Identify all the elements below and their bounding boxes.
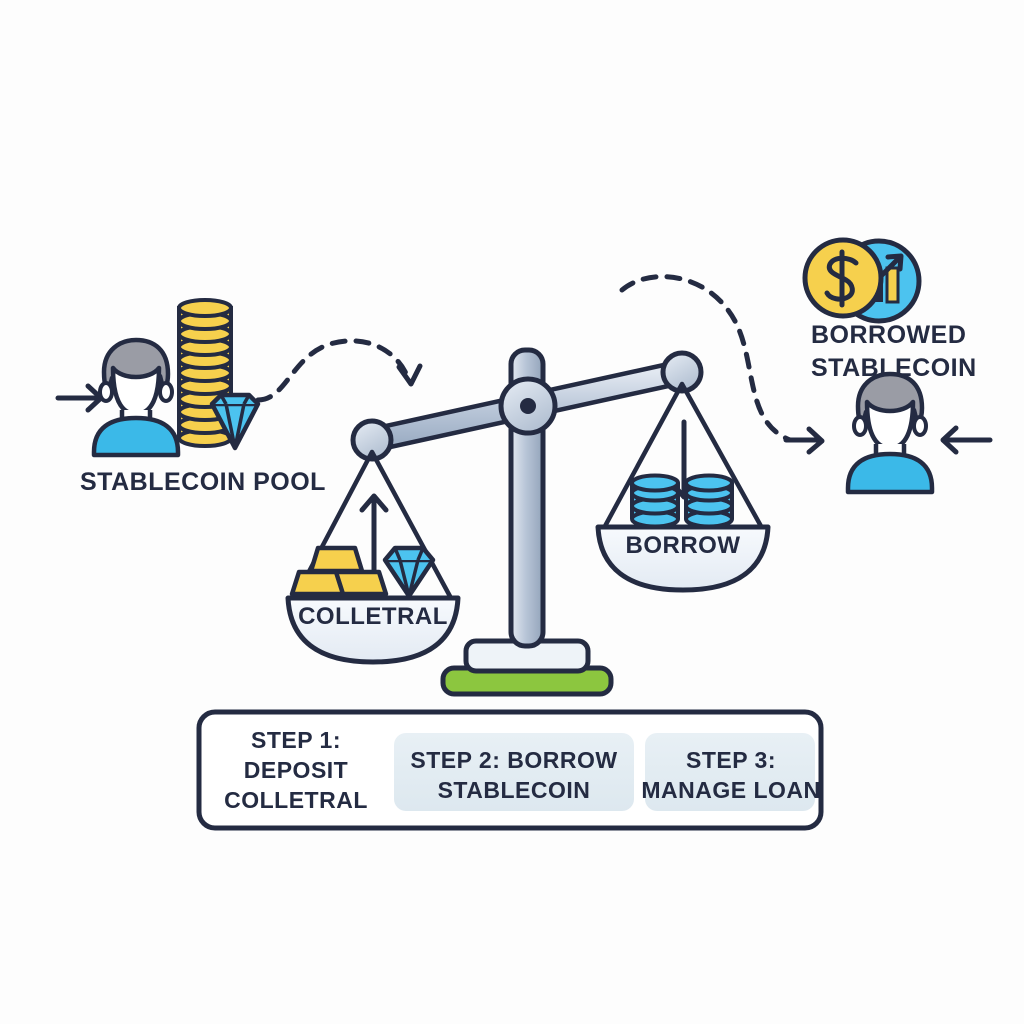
step-1-line2: DEPOSIT [244, 757, 348, 783]
step-2[interactable]: STEP 2: BORROW STABLECOIN [394, 733, 634, 811]
step-2-line1: STEP 2: BORROW [410, 747, 617, 773]
user-avatar-icon-left [91, 337, 181, 458]
right-pan-label: BORROW [626, 532, 741, 559]
step-1[interactable]: STEP 1: DEPOSIT COLLETRAL [224, 727, 368, 813]
user-avatar-icon-right [845, 371, 935, 495]
step-1-line3: COLLETRAL [224, 787, 368, 813]
borrowed-stablecoin-label-line1: BORROWED [811, 321, 966, 349]
step-3-box [645, 733, 815, 811]
scale-pivot [498, 376, 558, 436]
scale-left-knob [350, 418, 394, 462]
diamond-icon-left [209, 392, 261, 451]
arrow-right-solid-left [55, 383, 104, 413]
gold-bars-icon [289, 545, 389, 597]
step-2-line2: STABLECOIN [438, 777, 591, 803]
step-3-line2: MANAGE LOAN [641, 777, 820, 803]
steps-bar: STEP 1: DEPOSIT COLLETRAL STEP 2: BORROW… [196, 709, 824, 831]
arrow-left-solid-right [940, 425, 993, 455]
step-3[interactable]: STEP 3: MANAGE LOAN [641, 733, 820, 811]
stablecoin-pool-label: STABLECOIN POOL [80, 468, 326, 496]
dollar-coin-icon [802, 237, 884, 319]
diamond-icon-left-pan [382, 545, 436, 599]
step-3-line1: STEP 3: [686, 747, 776, 773]
coin-cylinder-stack-icon-1 [630, 473, 680, 529]
left-pan-label: COLLETRAL [298, 603, 448, 630]
balance-scale: COLLETRAL [285, 347, 771, 697]
scale-left-pan: COLLETRAL [285, 449, 461, 665]
coin-cylinder-stack-icon-2 [684, 473, 734, 529]
arrow-up-icon-left-pan [359, 493, 389, 581]
scale-right-pan: BORROW [595, 381, 771, 593]
step-1-line1: STEP 1: [251, 727, 341, 753]
dashed-flow-deposit [255, 338, 423, 403]
dashed-flow-borrow [619, 274, 825, 455]
scale-right-knob [660, 350, 704, 394]
step-2-box [394, 733, 634, 811]
